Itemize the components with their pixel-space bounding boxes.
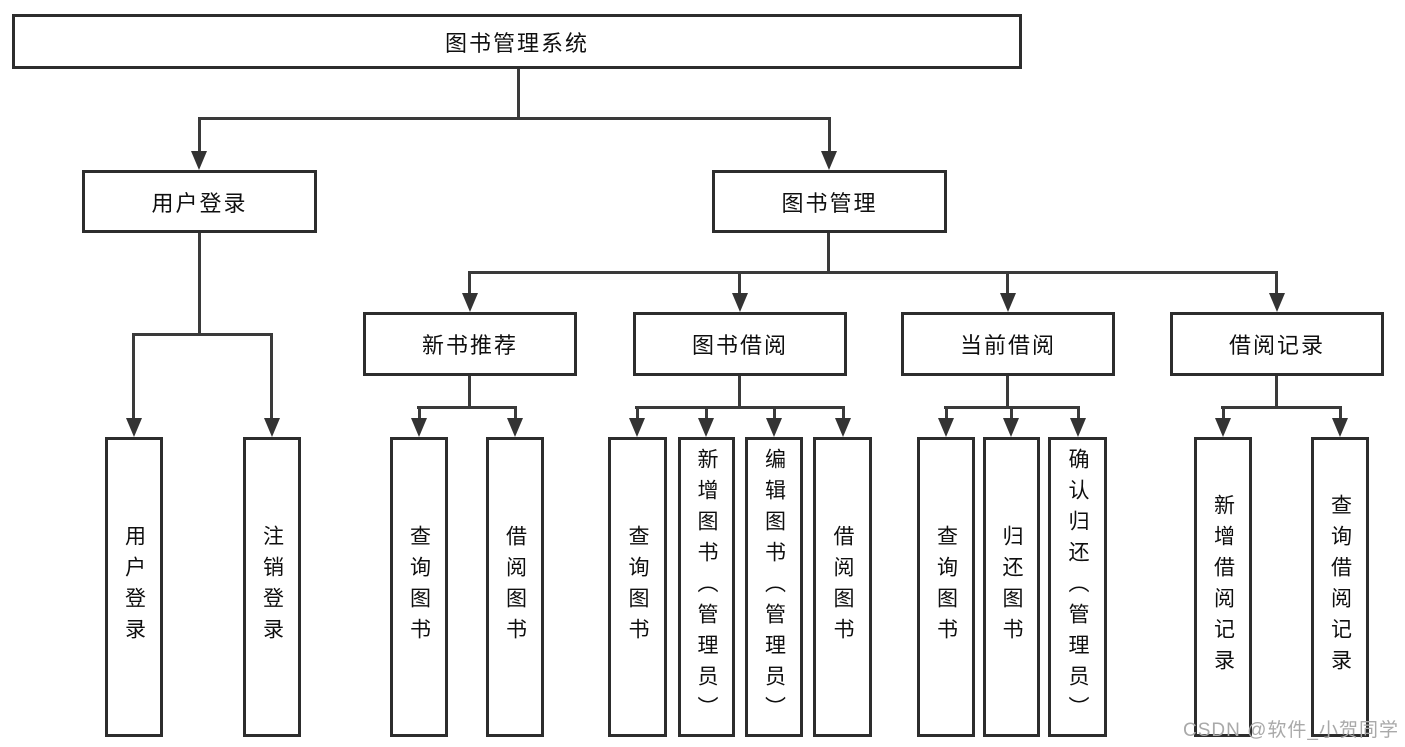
- node-root-label: 图书管理系统: [444, 30, 589, 56]
- arrow-down-icon: [411, 418, 427, 437]
- connector-line: [198, 117, 831, 120]
- arrow-down-icon: [1070, 418, 1086, 437]
- node-user-login-label: 用户登录: [151, 190, 248, 216]
- connector-line: [198, 233, 201, 334]
- arrow-down-icon: [1003, 418, 1019, 437]
- leaf-user-login: 用户登录: [105, 437, 163, 737]
- leaf-add-borrow-record-label: 新增借阅记录: [1211, 494, 1235, 680]
- connector-line: [468, 376, 471, 407]
- connector-line: [828, 118, 831, 152]
- leaf-query-borrow-record: 查询借阅记录: [1311, 437, 1369, 737]
- arrow-down-icon: [462, 293, 478, 312]
- leaf-logout: 注销登录: [243, 437, 301, 737]
- leaf-add-book-admin: 新增图书（管理员）: [678, 437, 735, 737]
- connector-line: [418, 407, 421, 420]
- arrow-down-icon: [1215, 418, 1231, 437]
- connector-line: [1006, 376, 1009, 407]
- leaf-query-borrow-record-label: 查询借阅记录: [1328, 494, 1352, 680]
- connector-line: [773, 407, 776, 420]
- leaf-add-book-admin-label: 新增图书（管理员）: [695, 447, 718, 727]
- connector-line: [468, 271, 1278, 274]
- connector-line: [468, 273, 471, 294]
- arrow-down-icon: [732, 293, 748, 312]
- connector-line: [514, 407, 517, 420]
- node-book-borrow-label: 图书借阅: [691, 333, 788, 358]
- leaf-query-books-recommend: 查询图书: [390, 437, 448, 737]
- arrow-down-icon: [264, 418, 280, 437]
- connector-line: [1275, 376, 1278, 407]
- connector-line: [270, 334, 273, 418]
- leaf-add-borrow-record: 新增借阅记录: [1194, 437, 1252, 737]
- node-borrow-records-label: 借阅记录: [1228, 333, 1325, 358]
- node-book-borrow: 图书借阅: [633, 312, 847, 376]
- arrow-down-icon: [1000, 293, 1016, 312]
- arrow-down-icon: [507, 418, 523, 437]
- leaf-confirm-return-admin: 确认归还（管理员）: [1048, 437, 1107, 737]
- arrow-down-icon: [938, 418, 954, 437]
- arrow-down-icon: [698, 418, 714, 437]
- leaf-edit-book-admin-label: 编辑图书（管理员）: [762, 447, 786, 727]
- connector-line: [1275, 273, 1278, 294]
- connector-line: [1221, 406, 1342, 409]
- leaf-edit-book-admin: 编辑图书（管理员）: [745, 437, 803, 737]
- node-root: 图书管理系统: [12, 14, 1022, 69]
- connector-line: [517, 69, 520, 118]
- leaf-borrow-books-label: 借阅图书: [831, 525, 854, 649]
- arrow-down-icon: [835, 418, 851, 437]
- leaf-user-login-label: 用户登录: [122, 525, 146, 649]
- connector-line: [842, 407, 845, 420]
- connector-line: [198, 118, 201, 152]
- leaf-query-books-current-label: 查询图书: [934, 525, 958, 649]
- leaf-borrow-books-recommend-label: 借阅图书: [503, 525, 527, 649]
- arrow-down-icon: [191, 151, 207, 170]
- connector-line: [738, 273, 741, 294]
- node-current-borrow-label: 当前借阅: [959, 333, 1056, 358]
- watermark: CSDN @软件_小贺同学: [1183, 720, 1399, 741]
- connector-line: [945, 407, 948, 420]
- connector-line: [417, 406, 517, 409]
- connector-line: [1222, 407, 1225, 420]
- leaf-query-books-current: 查询图书: [917, 437, 975, 737]
- connector-line: [1339, 407, 1342, 420]
- node-current-borrow: 当前借阅: [901, 312, 1115, 376]
- leaf-return-books-label: 归还图书: [1000, 525, 1023, 649]
- arrow-down-icon: [126, 418, 142, 437]
- connector-line: [1010, 407, 1013, 420]
- arrow-down-icon: [1269, 293, 1285, 312]
- node-borrow-records: 借阅记录: [1170, 312, 1384, 376]
- leaf-query-books-borrow-label: 查询图书: [626, 525, 649, 649]
- arrow-down-icon: [629, 418, 645, 437]
- leaf-query-books-recommend-label: 查询图书: [407, 525, 431, 649]
- connector-line: [635, 406, 845, 409]
- node-new-book-recommend: 新书推荐: [363, 312, 577, 376]
- connector-line: [636, 407, 639, 420]
- leaf-logout-label: 注销登录: [260, 525, 284, 649]
- connector-line: [132, 333, 273, 336]
- leaf-query-books-borrow: 查询图书: [608, 437, 667, 737]
- node-book-management-label: 图书管理: [781, 190, 878, 216]
- arrow-down-icon: [821, 151, 837, 170]
- connector-line: [705, 407, 708, 420]
- leaf-return-books: 归还图书: [983, 437, 1040, 737]
- connector-line: [827, 233, 830, 273]
- leaf-borrow-books-recommend: 借阅图书: [486, 437, 544, 737]
- arrow-down-icon: [1332, 418, 1348, 437]
- node-new-book-recommend-label: 新书推荐: [421, 333, 518, 358]
- connector-line: [738, 376, 741, 407]
- node-book-management: 图书管理: [712, 170, 947, 233]
- connector-line: [1006, 273, 1009, 294]
- leaf-borrow-books: 借阅图书: [813, 437, 872, 737]
- leaf-confirm-return-admin-label: 确认归还（管理员）: [1066, 447, 1089, 727]
- connector-line: [1077, 407, 1080, 420]
- arrow-down-icon: [766, 418, 782, 437]
- node-user-login: 用户登录: [82, 170, 317, 233]
- connector-line: [132, 334, 135, 418]
